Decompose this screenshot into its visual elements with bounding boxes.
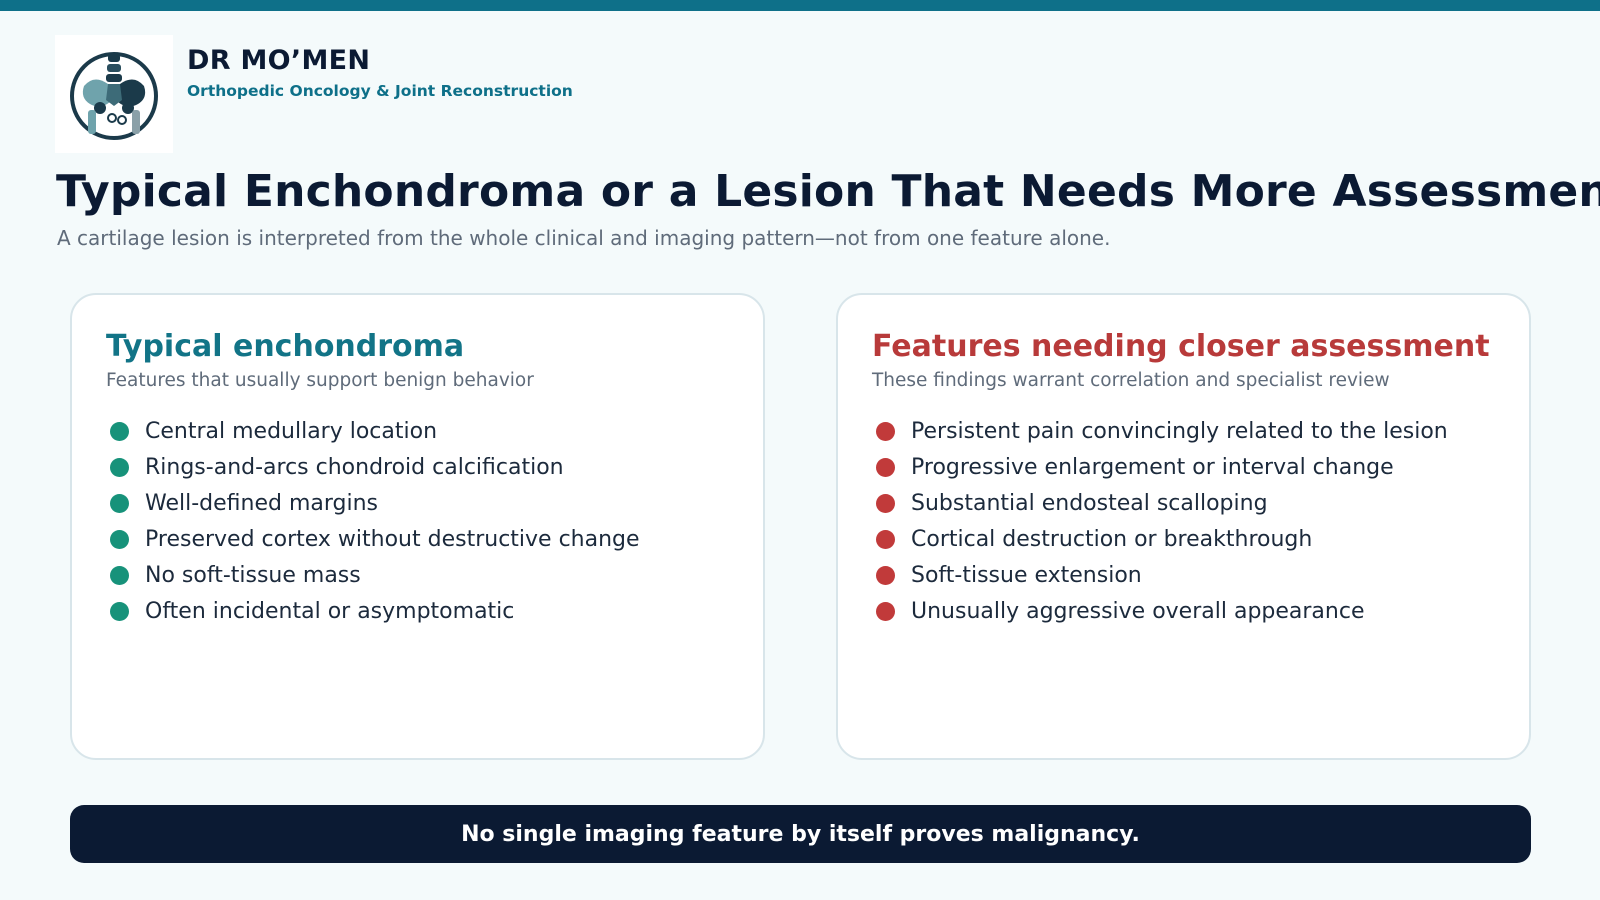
top-accent-bar xyxy=(0,0,1600,11)
list-item: Rings-and-arcs chondroid calcification xyxy=(106,449,729,485)
green-bullet-icon xyxy=(110,601,129,621)
list-item: Well-defined margins xyxy=(106,485,729,521)
list-item-text: Soft-tissue extension xyxy=(911,562,1142,588)
list-item: Often incidental or asymptomatic xyxy=(106,593,729,629)
list-item-text: Cortical destruction or breakthrough xyxy=(911,526,1313,552)
card-subtitle: Features that usually support benign beh… xyxy=(106,370,534,391)
card-title: Features needing closer assessment xyxy=(872,329,1490,364)
list-item: Substantial endosteal scalloping xyxy=(872,485,1495,521)
red-bullet-icon xyxy=(876,493,895,513)
feature-list: Central medullary location Rings-and-arc… xyxy=(106,413,729,629)
list-item-text: No soft-tissue mass xyxy=(145,562,361,588)
list-item-text: Often incidental or asymptomatic xyxy=(145,598,515,624)
list-item-text: Central medullary location xyxy=(145,418,438,444)
brand-name: DR MO’MEN xyxy=(187,45,371,76)
list-item: Persistent pain convincingly related to … xyxy=(872,413,1495,449)
red-bullet-icon xyxy=(876,457,895,477)
page-title: Typical Enchondroma or a Lesion That Nee… xyxy=(56,166,1600,217)
list-item-text: Preserved cortex without destructive cha… xyxy=(145,526,640,552)
key-message-text: No single imaging feature by itself prov… xyxy=(461,821,1140,847)
list-item: Progressive enlargement or interval chan… xyxy=(872,449,1495,485)
feature-list: Persistent pain convincingly related to … xyxy=(872,413,1495,629)
red-bullet-icon xyxy=(876,601,895,621)
card-typical-enchondroma: Typical enchondroma Features that usuall… xyxy=(70,293,765,760)
green-bullet-icon xyxy=(110,493,129,513)
green-bullet-icon xyxy=(110,457,129,477)
list-item-text: Well-defined margins xyxy=(145,490,379,516)
list-item: Preserved cortex without destructive cha… xyxy=(106,521,729,557)
red-bullet-icon xyxy=(876,529,895,549)
green-bullet-icon xyxy=(110,421,129,441)
list-item: Unusually aggressive overall appearance xyxy=(872,593,1495,629)
list-item-text: Rings-and-arcs chondroid calcification xyxy=(145,454,564,480)
card-closer-assessment: Features needing closer assessment These… xyxy=(836,293,1531,760)
list-item: No soft-tissue mass xyxy=(106,557,729,593)
green-bullet-icon xyxy=(110,529,129,549)
green-bullet-icon xyxy=(110,565,129,585)
list-item: Cortical destruction or breakthrough xyxy=(872,521,1495,557)
red-bullet-icon xyxy=(876,565,895,585)
page-subtitle: A cartilage lesion is interpreted from t… xyxy=(57,226,1111,250)
brand-tagline: Orthopedic Oncology & Joint Reconstructi… xyxy=(187,82,573,100)
list-item-text: Unusually aggressive overall appearance xyxy=(911,598,1365,624)
key-message-banner: No single imaging feature by itself prov… xyxy=(70,805,1531,863)
card-subtitle: These findings warrant correlation and s… xyxy=(872,370,1390,391)
brand-text: DR MO’MEN Orthopedic Oncology & Joint Re… xyxy=(187,45,573,100)
card-title: Typical enchondroma xyxy=(106,329,465,364)
brand-header: DR MO’MEN Orthopedic Oncology & Joint Re… xyxy=(55,35,573,153)
red-bullet-icon xyxy=(876,421,895,441)
list-item-text: Persistent pain convincingly related to … xyxy=(911,418,1448,444)
pelvis-hip-logo-icon xyxy=(55,35,173,153)
list-item-text: Progressive enlargement or interval chan… xyxy=(911,454,1394,480)
list-item: Central medullary location xyxy=(106,413,729,449)
list-item: Soft-tissue extension xyxy=(872,557,1495,593)
list-item-text: Substantial endosteal scalloping xyxy=(911,490,1268,516)
